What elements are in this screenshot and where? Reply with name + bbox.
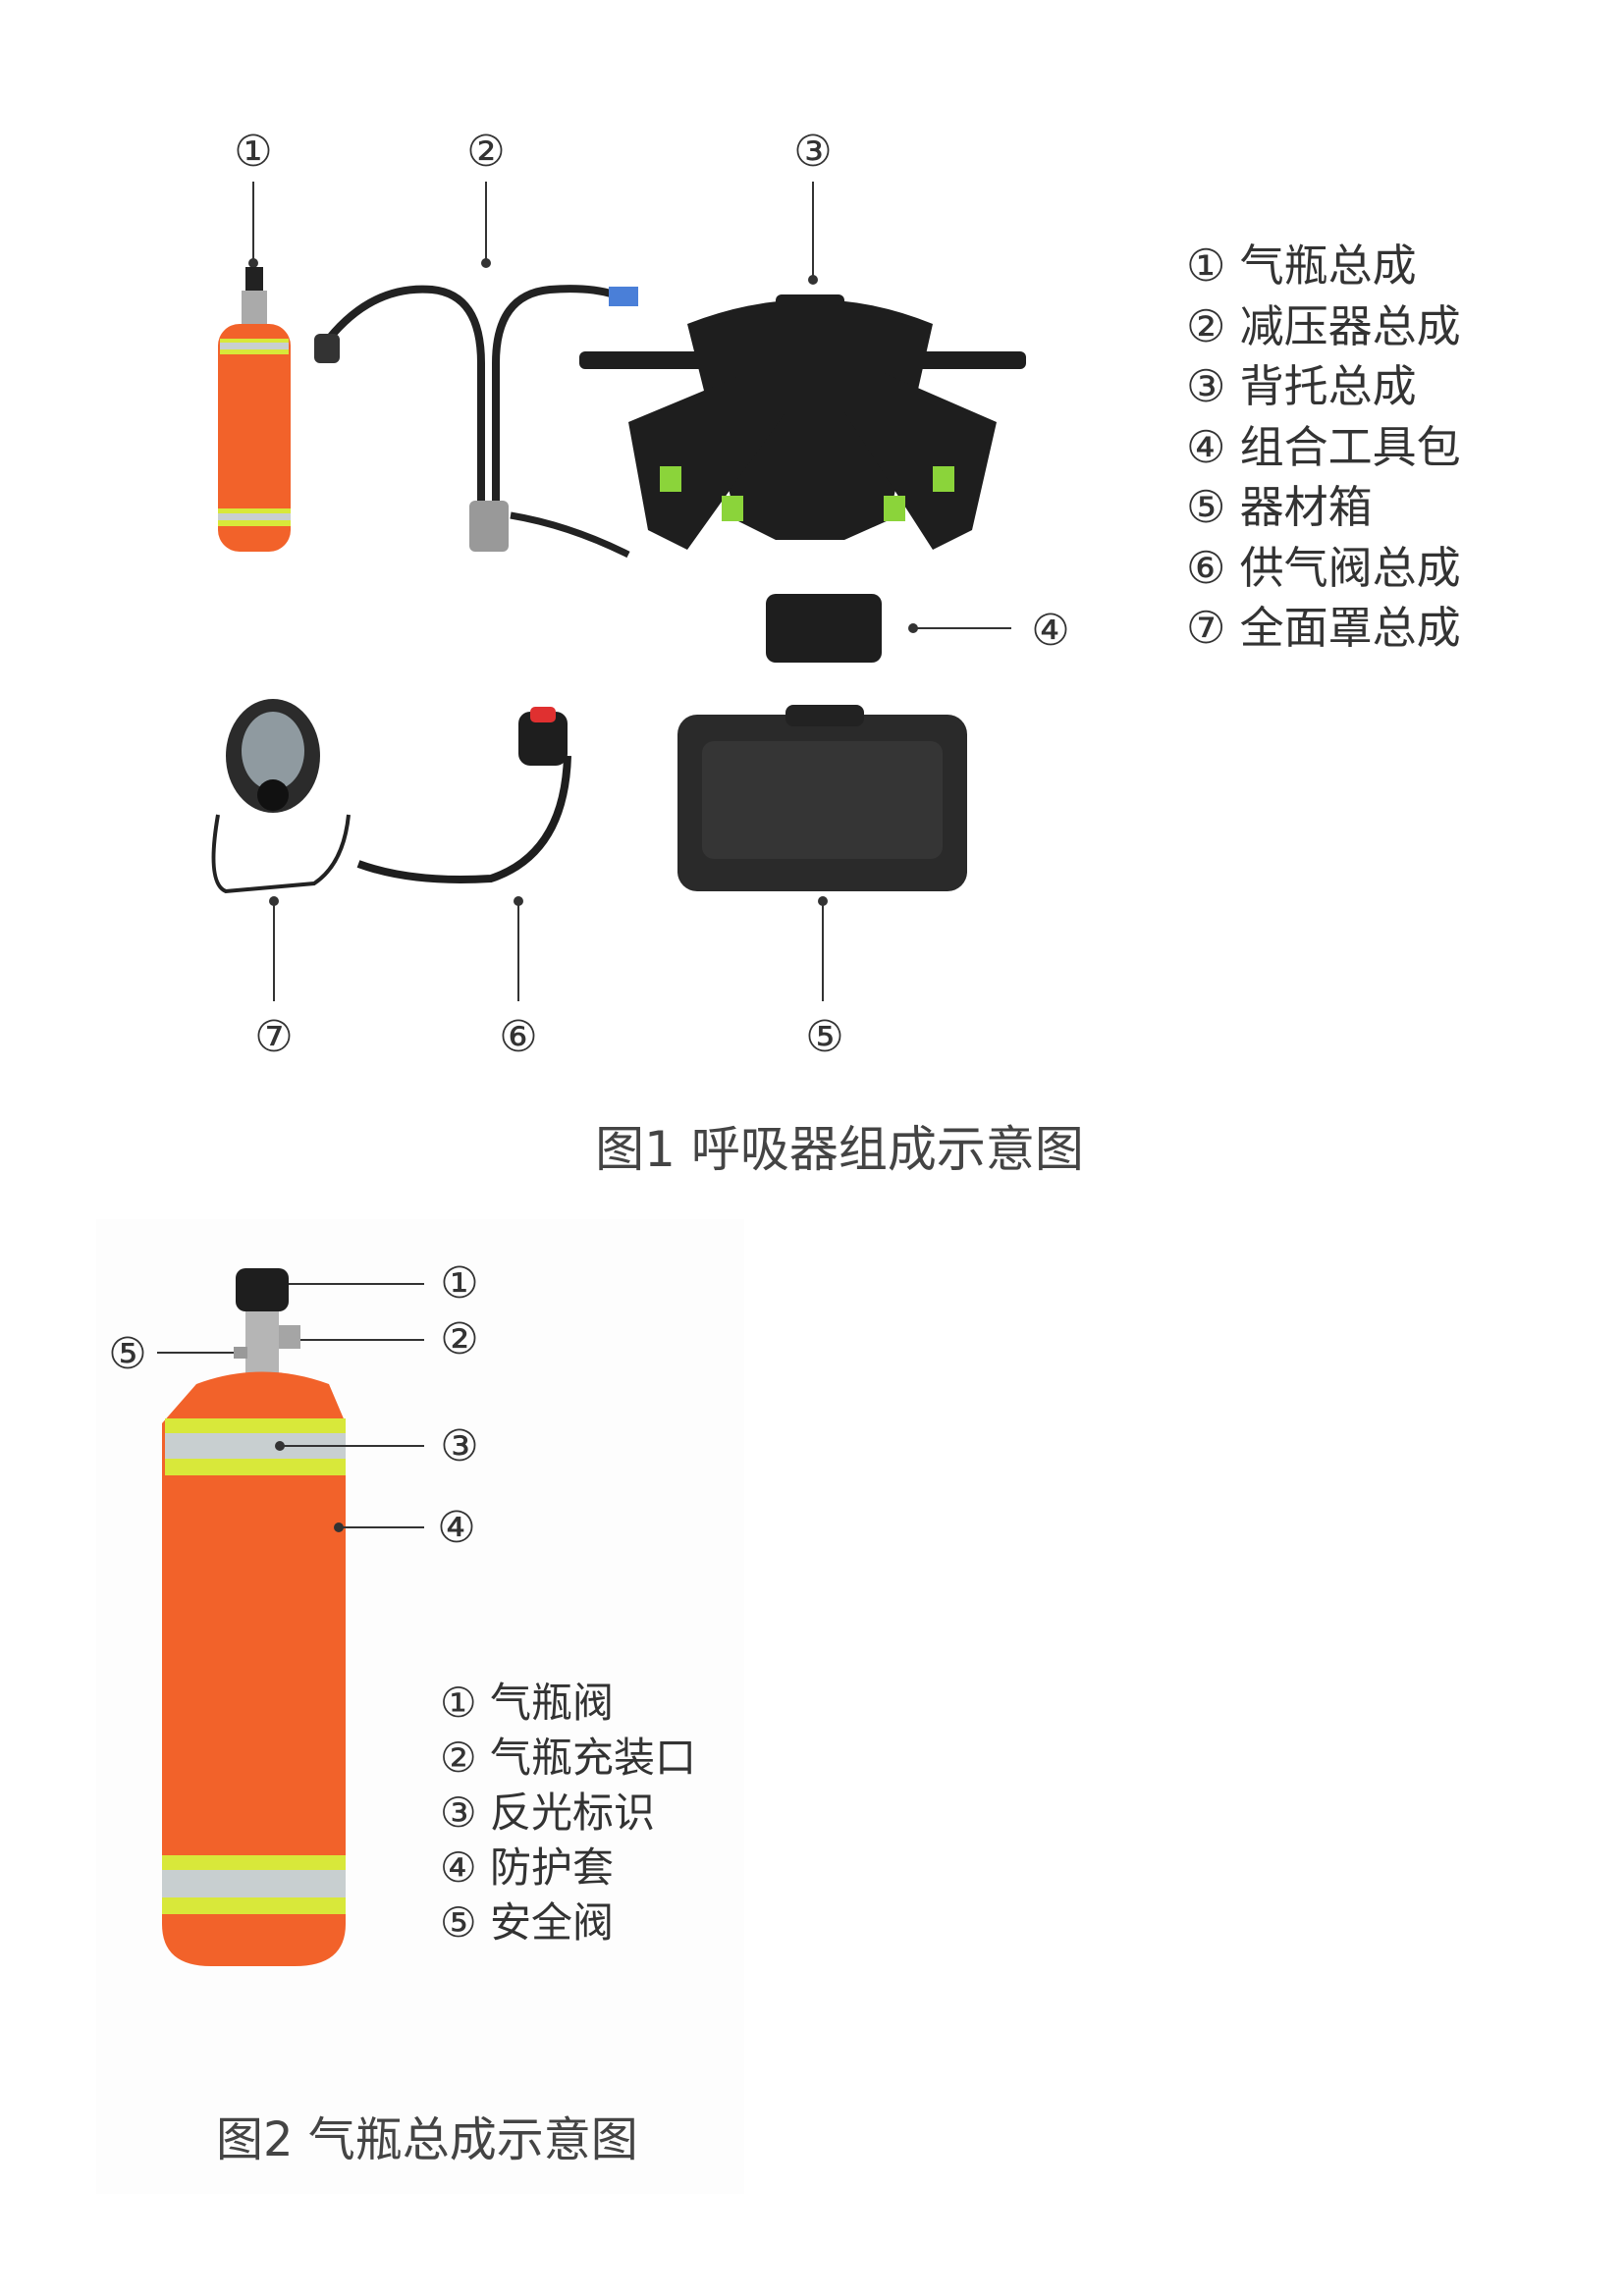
legend-item: ⑤ 器材箱 bbox=[1186, 481, 1373, 533]
legend-item: ① 气瓶阀 bbox=[440, 1679, 615, 1727]
callout-3: ③ bbox=[440, 1421, 479, 1471]
legend-item: ③ 背托总成 bbox=[1186, 360, 1417, 412]
regulator-assembly-image bbox=[325, 285, 630, 559]
figure2-legend: ① 气瓶阀 ② 气瓶充装口 ③ 反光标识 ④ 防护套 ⑤ 安全阀 bbox=[440, 1676, 696, 1950]
legend-item: ② 减压器总成 bbox=[1186, 299, 1461, 352]
legend-item: ⑦ 全面罩总成 bbox=[1186, 602, 1461, 654]
callout-6: ⑥ bbox=[499, 1012, 538, 1062]
callout-7: ⑦ bbox=[254, 1012, 294, 1062]
legend-item: ⑤ 安全阀 bbox=[440, 1898, 615, 1947]
figure2-caption: 图2 气瓶总成示意图 bbox=[216, 2112, 638, 2167]
callout-2: ② bbox=[466, 127, 506, 177]
demand-valve-image bbox=[356, 707, 571, 883]
legend-item: ④ 组合工具包 bbox=[1186, 420, 1461, 473]
callout-4: ④ bbox=[437, 1503, 476, 1553]
legend-item: ① 气瓶总成 bbox=[1186, 240, 1417, 292]
legend-item: ⑥ 供气阀总成 bbox=[1186, 541, 1461, 594]
equipment-case-image bbox=[677, 705, 967, 891]
figure1-legend: ① 气瓶总成 ② 减压器总成 ③ 背托总成 ④ 组合工具包 ⑤ 器材箱 ⑥ 供气… bbox=[1186, 236, 1461, 659]
cylinder-assembly-image bbox=[218, 267, 291, 552]
callout-2: ② bbox=[440, 1314, 479, 1364]
backplate-assembly-image bbox=[579, 294, 1026, 550]
callout-1: ① bbox=[440, 1258, 479, 1308]
callout-5: ⑤ bbox=[108, 1329, 147, 1379]
cylinder-detail-image bbox=[162, 1268, 346, 1966]
legend-item: ④ 防护套 bbox=[440, 1843, 615, 1892]
legend-item: ② 气瓶充装口 bbox=[440, 1734, 697, 1782]
figure2-leader-lines bbox=[157, 1283, 424, 1532]
figure1-caption: 图1 呼吸器组成示意图 bbox=[595, 1121, 1084, 1178]
full-face-mask-image bbox=[211, 699, 351, 894]
callout-3: ③ bbox=[793, 127, 833, 177]
legend-item: ③ 反光标识 bbox=[440, 1789, 656, 1837]
callout-5: ⑤ bbox=[805, 1012, 844, 1062]
tool-bag-image bbox=[766, 594, 882, 663]
callout-1: ① bbox=[234, 127, 273, 177]
callout-4: ④ bbox=[1031, 606, 1070, 656]
figure1-leader-lines bbox=[248, 182, 1011, 1001]
